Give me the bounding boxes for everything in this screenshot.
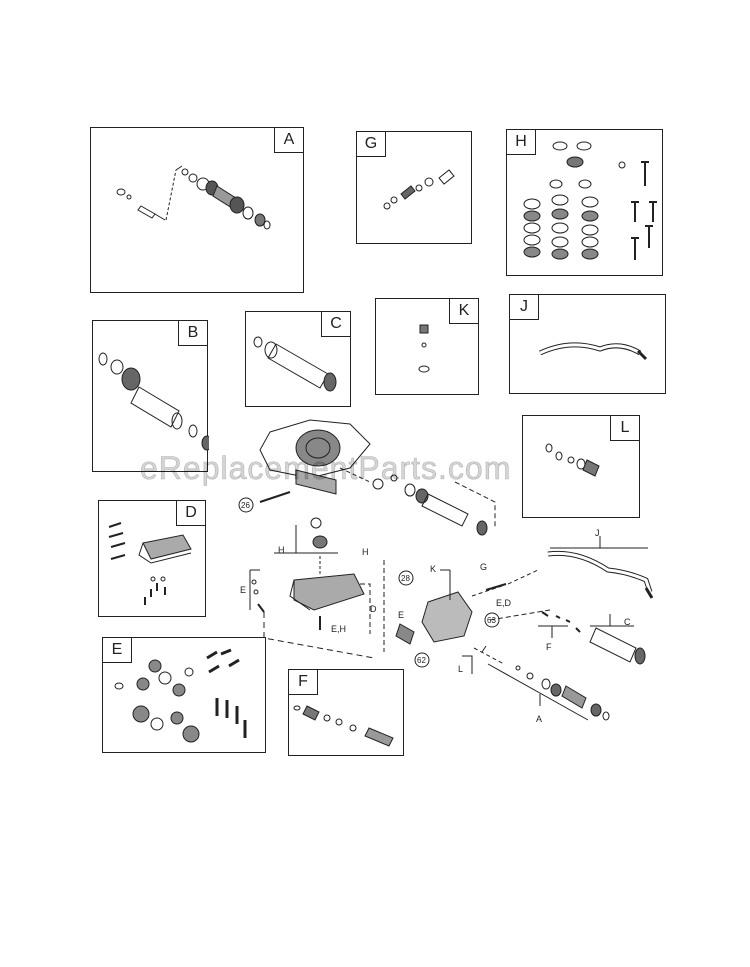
callout-26: 26: [241, 501, 250, 510]
assembly-label-ed: E,D: [496, 598, 512, 608]
assembly-label-e-left: E: [240, 585, 246, 595]
assembly-label-eh: E,H: [331, 624, 346, 634]
kit-box-k: K: [375, 298, 479, 395]
kit-box-l: L: [522, 415, 640, 518]
kit-l-parts-illustration: [545, 443, 600, 477]
assembly-label-j: J: [595, 528, 600, 538]
kit-box-c: C: [245, 311, 351, 407]
kit-label-e: E: [103, 638, 132, 663]
kit-label-c: C: [321, 312, 350, 337]
kit-label-b: B: [178, 321, 207, 346]
kit-j-parts-illustration: [538, 342, 648, 361]
assembly-label-g: G: [480, 562, 487, 572]
kit-label-g: G: [357, 132, 386, 157]
kit-k-parts-illustration: [418, 324, 430, 373]
kit-d-parts-illustration: [108, 522, 192, 605]
assembly-label-c: C: [624, 617, 631, 627]
kit-g-parts-illustration: [383, 169, 455, 210]
kit-label-h: H: [507, 130, 536, 155]
kit-c-parts-illustration: [253, 336, 337, 392]
assembly-label-e-mid: E: [398, 610, 404, 620]
kit-label-a: A: [274, 128, 303, 153]
kit-box-a: A: [90, 127, 304, 293]
kit-a-parts-illustration: [116, 165, 271, 230]
assembly-label-f: F: [546, 642, 552, 652]
kit-label-k: K: [449, 299, 478, 324]
kit-b-parts-illustration: [98, 352, 209, 451]
kit-box-h: H: [506, 129, 663, 276]
assembly-label-k: K: [430, 564, 436, 574]
kit-e-parts-illustration: [114, 648, 247, 743]
kit-f-parts-illustration: [293, 705, 394, 747]
kit-box-b: B: [92, 320, 209, 472]
assembly-label-l: L: [458, 664, 463, 674]
assembly-label-d: D: [370, 604, 377, 614]
kit-label-f: F: [289, 670, 318, 695]
assembly-label-h-right: H: [362, 547, 369, 557]
kit-label-j: J: [510, 295, 539, 320]
kit-box-e: E: [102, 637, 266, 753]
kit-h-parts-illustration: [523, 141, 657, 260]
kit-box-j: J: [509, 294, 666, 394]
kit-box-g: G: [356, 131, 472, 244]
callout-62: 62: [417, 656, 426, 665]
assembly-label-a: A: [536, 714, 542, 724]
kit-label-l: L: [610, 416, 639, 441]
kit-label-d: D: [176, 501, 205, 526]
callout-63: 63: [487, 616, 496, 625]
assembly-label-h-left: H: [278, 545, 285, 555]
kit-box-d: D: [98, 500, 206, 617]
callout-28: 28: [401, 574, 410, 583]
kit-box-f: F: [288, 669, 404, 756]
